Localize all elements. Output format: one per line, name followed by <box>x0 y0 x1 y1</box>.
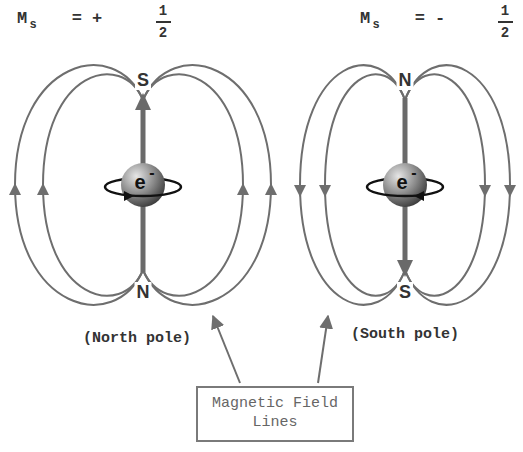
pole-letter: S <box>397 282 413 302</box>
arrowhead <box>237 183 249 195</box>
subscript: s <box>29 19 36 31</box>
arrowhead <box>294 185 306 197</box>
fraction-bar <box>156 21 171 23</box>
charge-sign: - <box>411 165 416 181</box>
fraction-denominator: 2 <box>159 26 167 40</box>
spin-arrowhead <box>414 191 424 201</box>
electron-symbol: e <box>134 172 145 192</box>
charge-sign: - <box>149 165 154 181</box>
pole-letter: N <box>397 70 414 90</box>
value-sign: = + <box>72 10 103 27</box>
fraction-denominator: 2 <box>501 26 509 40</box>
electron-sphere <box>121 163 165 207</box>
arrowhead <box>9 183 21 195</box>
fraction-bar <box>498 21 513 23</box>
pole-letter: N <box>135 282 152 302</box>
spin-arrowhead <box>124 191 134 201</box>
arrowhead <box>265 183 277 195</box>
pole-letter: S <box>135 70 151 90</box>
callout-text: Magnetic Field Lines <box>198 395 352 433</box>
electron-sphere <box>383 163 427 207</box>
subscript: s <box>372 19 379 31</box>
value-sign: = - <box>415 10 446 27</box>
callout-box: Magnetic Field Lines <box>196 386 354 442</box>
leader-line <box>213 316 240 383</box>
quantum-symbol: M <box>17 10 27 27</box>
fraction-numerator: 1 <box>159 4 167 18</box>
arrowhead <box>504 185 516 197</box>
pole-caption: (North pole) <box>81 330 193 347</box>
field-arrowheads <box>9 183 516 197</box>
arrowhead <box>135 93 151 110</box>
field-lines <box>15 65 510 305</box>
quantum-symbol: M <box>360 10 370 27</box>
arrowhead <box>37 183 49 195</box>
leader-line <box>318 316 328 383</box>
arrowhead <box>397 260 413 277</box>
pole-caption: (South pole) <box>349 326 461 343</box>
arrowhead <box>319 185 331 197</box>
fraction-numerator: 1 <box>501 4 509 18</box>
arrowhead <box>479 185 491 197</box>
electron-symbol: e <box>396 172 407 192</box>
